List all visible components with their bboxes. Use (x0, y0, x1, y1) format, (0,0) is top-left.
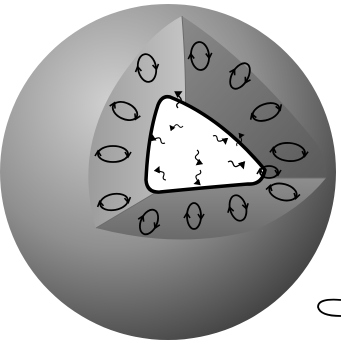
edge-loop-fragment (318, 300, 341, 316)
